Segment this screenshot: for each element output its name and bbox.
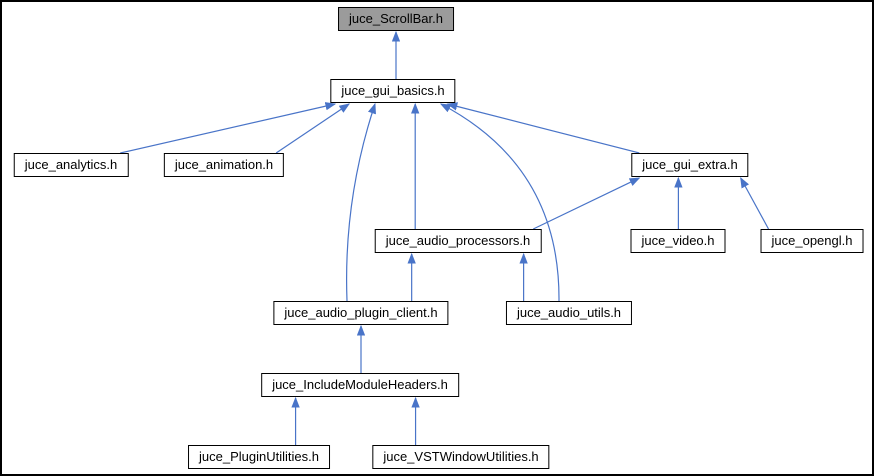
- dependency-edge: [533, 177, 641, 230]
- node-juce-opengl-h[interactable]: juce_opengl.h: [760, 229, 864, 253]
- node-juce-animation-h[interactable]: juce_animation.h: [163, 153, 285, 177]
- dependency-edge: [120, 102, 337, 154]
- dependency-edge: [346, 102, 376, 302]
- node-juce-audio-processors-h[interactable]: juce_audio_processors.h: [374, 229, 542, 253]
- node-juce-audio-plugin-client-h[interactable]: juce_audio_plugin_client.h: [273, 301, 449, 325]
- dependency-edge: [740, 176, 770, 230]
- node-juce-analytics-h[interactable]: juce_analytics.h: [13, 153, 129, 177]
- dependency-edge: [446, 102, 640, 154]
- node-juce-plugin-utilities-h[interactable]: juce_PluginUtilities.h: [188, 445, 330, 469]
- dependency-edge: [439, 103, 560, 302]
- dependency-edge: [275, 103, 350, 154]
- node-juce-include-module-headers-h[interactable]: juce_IncludeModuleHeaders.h: [261, 373, 459, 397]
- node-juce-gui-basics-h[interactable]: juce_gui_basics.h: [330, 79, 456, 103]
- node-juce-vst-window-utilities-h[interactable]: juce_VSTWindowUtilities.h: [372, 445, 550, 469]
- node-juce-scrollbar-h: juce_ScrollBar.h: [338, 7, 454, 31]
- node-juce-video-h[interactable]: juce_video.h: [630, 229, 726, 253]
- node-juce-gui-extra-h[interactable]: juce_gui_extra.h: [631, 153, 749, 177]
- node-juce-audio-utils-h[interactable]: juce_audio_utils.h: [505, 301, 633, 325]
